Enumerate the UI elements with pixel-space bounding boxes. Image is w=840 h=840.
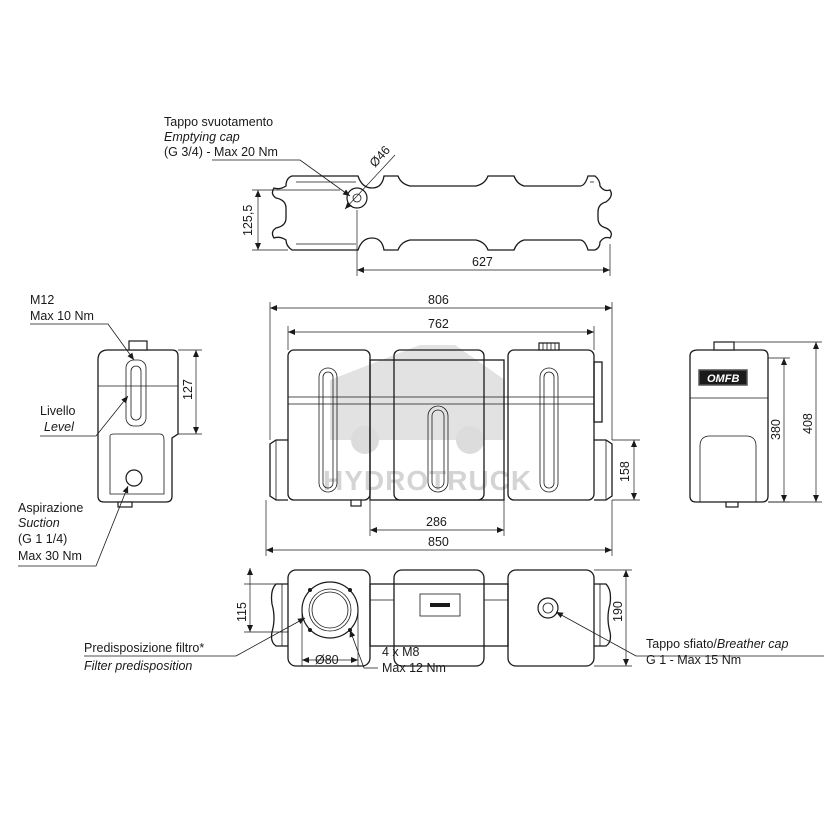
right-side-view: OMFB 380 408 xyxy=(689,341,822,508)
callout-level: Livello Level xyxy=(40,404,75,434)
dim-627: 627 xyxy=(472,255,493,269)
side-right-outline xyxy=(689,349,769,503)
dim-762: 762 xyxy=(428,317,449,331)
top-view-upper: Ø46 125,5 627 xyxy=(212,143,612,276)
truck-wheel-icon xyxy=(456,426,484,454)
emptying-cap-icon xyxy=(346,187,368,209)
flange-right xyxy=(594,439,613,501)
tank-bottom-right xyxy=(507,569,595,667)
suction-port-icon xyxy=(125,469,143,487)
flange-left xyxy=(269,439,288,501)
dim-127: 127 xyxy=(181,379,195,400)
callout-level-it: Livello xyxy=(40,404,75,418)
dim-408: 408 xyxy=(801,413,815,434)
breather-cap-icon xyxy=(537,597,559,619)
truck-wheel-icon xyxy=(351,426,379,454)
dim-806: 806 xyxy=(428,293,449,307)
tank-bottom-center xyxy=(393,569,485,667)
side-left-outline xyxy=(97,349,179,503)
watermark-text: HYDROTRUCK xyxy=(323,465,532,496)
label-plate xyxy=(419,593,461,617)
callout-suction-en: Suction xyxy=(18,516,60,530)
callout-suction-thread: (G 1 1/4) xyxy=(18,532,67,546)
compartment-center xyxy=(393,349,485,501)
callout-suction-torque: Max 30 Nm xyxy=(18,549,82,563)
level-gauge-side xyxy=(125,359,147,427)
breather-cap-top-icon xyxy=(538,342,560,351)
drain-plug-icon xyxy=(350,499,362,507)
level-window-center xyxy=(427,405,449,493)
dim-380: 380 xyxy=(769,419,783,440)
compartment-left xyxy=(287,349,371,501)
side-port-right xyxy=(593,361,603,423)
callout-emptying-cap-it: Tappo svuotamento xyxy=(164,115,273,129)
callout-suction-it: Aspirazione xyxy=(18,501,83,515)
callout-m8-torque: Max 12 Nm xyxy=(382,661,446,675)
callout-breather-line1: Tappo sfiato/Breather cap xyxy=(646,637,789,651)
callout-emptying-cap-en: Emptying cap xyxy=(164,130,240,144)
callout-m12-torque: Max 10 Nm xyxy=(30,309,94,323)
dim-190: 190 xyxy=(611,601,625,622)
level-window-left xyxy=(318,367,338,493)
dim-d46: Ø46 xyxy=(367,143,393,170)
callout-filter-en: Filter predisposition xyxy=(84,659,192,673)
callout-emptying-cap: Tappo svuotamento Emptying cap (G 3/4) -… xyxy=(164,115,278,159)
level-window-right xyxy=(539,367,559,493)
dim-850: 850 xyxy=(428,535,449,549)
callout-breather-spec: G 1 - Max 15 Nm xyxy=(646,653,741,667)
flange-bottom-left xyxy=(270,583,288,647)
tank-top-outline xyxy=(271,175,612,251)
callout-suction: Aspirazione Suction (G 1 1/4) Max 30 Nm xyxy=(18,501,83,563)
filler-cap-side-icon xyxy=(128,340,148,351)
bottom-view: 115 190 Ø80 xyxy=(84,568,824,669)
callout-emptying-cap-spec: (G 3/4) - Max 20 Nm xyxy=(164,145,278,159)
callout-m12: M12 Max 10 Nm xyxy=(30,293,94,323)
callout-breather: Tappo sfiato/Breather cap G 1 - Max 15 N… xyxy=(646,637,789,667)
left-side-view: 127 xyxy=(18,323,202,567)
callout-breather-it: Tappo sfiato/ xyxy=(646,637,717,651)
front-view: 806 762 158 286 850 xyxy=(265,293,640,556)
callout-m8: 4 x M8 Max 12 Nm xyxy=(382,645,446,675)
callout-filter: Predisposizione filtro* Filter predispos… xyxy=(84,641,204,673)
dim-125-5: 125,5 xyxy=(241,205,255,236)
callout-filter-it: Predisposizione filtro* xyxy=(84,641,204,655)
watermark: HYDROTRUCK xyxy=(323,345,532,496)
dim-286: 286 xyxy=(426,515,447,529)
callout-m8-thread: 4 x M8 xyxy=(382,645,420,659)
dim-115: 115 xyxy=(235,602,249,622)
filler-cap-right-icon xyxy=(713,341,735,351)
dim-d80: Ø80 xyxy=(315,653,339,667)
tank-bottom-middle xyxy=(369,583,509,647)
brand-badge xyxy=(698,369,748,386)
callout-breather-en: Breather cap xyxy=(717,637,789,651)
brand-badge-text: OMFB xyxy=(707,373,739,385)
flange-bottom-right xyxy=(594,583,612,647)
dim-158: 158 xyxy=(618,461,632,482)
truck-logo-icon xyxy=(330,345,505,440)
callout-m12-thread: M12 xyxy=(30,293,54,307)
callout-level-en: Level xyxy=(44,420,75,434)
